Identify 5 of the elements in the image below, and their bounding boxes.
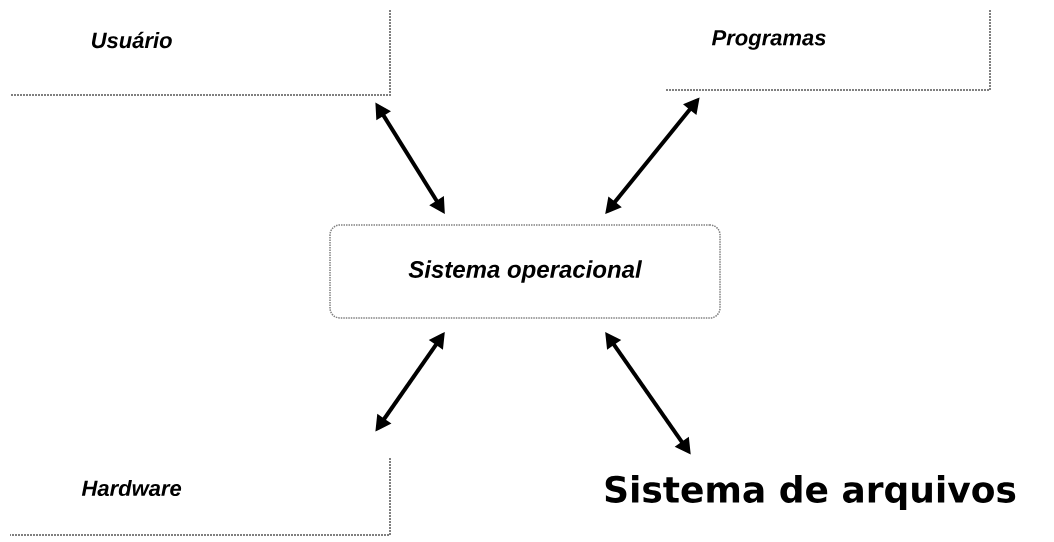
process-box: Sistema operacional xyxy=(329,224,721,319)
label-text: Sistema de arquivos xyxy=(605,475,1016,510)
label-box: Programas xyxy=(664,9,991,91)
label-box: Usuário xyxy=(9,9,391,96)
label-box: Hardware xyxy=(9,457,391,536)
